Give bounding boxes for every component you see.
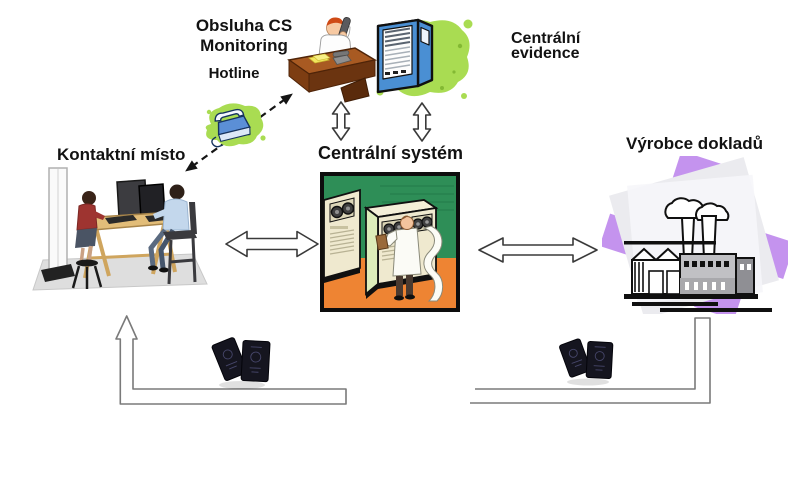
vertical-double-arrow-left — [331, 101, 351, 141]
central-system-label: Centrální systém — [318, 143, 464, 163]
monitoring-label-line1: Obsluha CS — [195, 16, 293, 35]
central-system-clipart-icon — [320, 172, 460, 312]
vertical-double-arrow-right — [412, 102, 432, 142]
factory-clipart-icon — [602, 156, 788, 314]
passport-documents-icon-left — [211, 337, 271, 389]
contact-point-label: Kontaktní místo — [57, 145, 186, 164]
central-evidence-label: Centrální evidence — [511, 30, 581, 62]
l-arrow-to-contact-point — [115, 315, 347, 405]
central-evidence-server-icon — [376, 18, 473, 99]
horizontal-double-arrow-right — [478, 237, 598, 263]
monitoring-label: Obsluha CS Monitoring — [188, 16, 300, 56]
passport-documents-icon-right — [559, 338, 614, 386]
hotline-label: Hotline — [208, 65, 260, 82]
l-channel-from-producer — [470, 317, 711, 404]
horizontal-double-arrow-left — [225, 230, 319, 258]
central-evidence-line1: Centrální — [511, 30, 581, 47]
document-producer-label: Výrobce dokladů — [626, 134, 763, 153]
monitoring-label-line2: Monitoring — [200, 36, 288, 55]
dashed-double-arrow — [185, 93, 293, 172]
telephone-operator-clipart-icon — [287, 17, 378, 103]
contact-point-clipart-icon — [32, 167, 208, 291]
telephone-icon — [205, 103, 266, 148]
central-evidence-line2: evidence — [511, 45, 580, 62]
